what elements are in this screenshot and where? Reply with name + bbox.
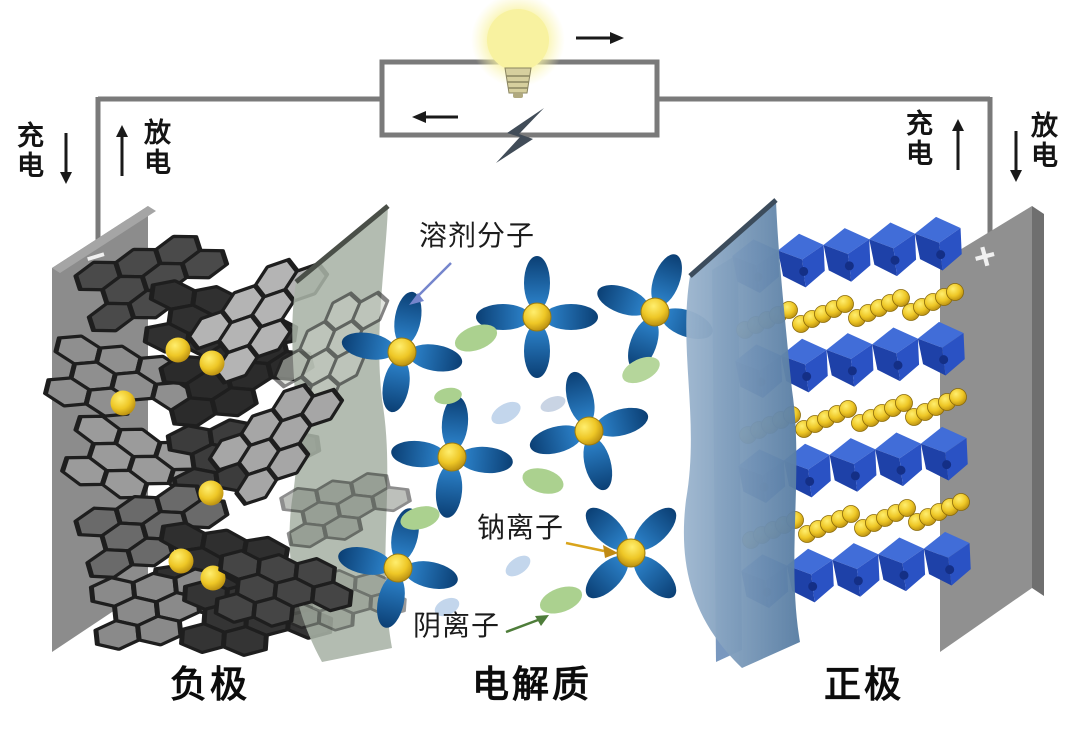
intercalated-sodium-ions: [110, 337, 226, 591]
right-charge-label: 充 电: [906, 109, 933, 170]
light-bulb-icon: [471, 0, 565, 98]
anion-label: 阴离子: [413, 610, 501, 641]
left-discharge-label: 放 电: [144, 118, 171, 179]
negative-electrode-label: 负极: [170, 664, 250, 705]
solvent-pointer-arrow: [409, 262, 452, 305]
sodium-pointer-arrow: [565, 541, 618, 558]
free-solvent-molecules: [434, 396, 566, 617]
anode-graphite-stack: [44, 223, 345, 661]
anions: [400, 324, 660, 614]
sodium-ion-label: 钠离子: [477, 512, 565, 543]
arrow-down-icon: [60, 133, 72, 184]
arrow-up-icon: [952, 119, 964, 170]
lightning-bolt-icon: [496, 108, 544, 163]
arrow-down-icon: [1010, 131, 1022, 182]
arrow-up-icon: [116, 125, 128, 176]
electrolyte-label: 电解质: [472, 664, 592, 705]
circuit-wires: [95, 59, 993, 240]
right-discharge-label: 放 电: [1031, 111, 1058, 172]
anion-pointer-arrow: [505, 615, 549, 634]
left-charge-label: 充 电: [17, 121, 44, 182]
separator-right: [683, 198, 800, 668]
electrolyte-region: [325, 255, 718, 641]
arrow-left-icon: [412, 111, 458, 123]
solvated-sodium-cluster: [475, 255, 599, 379]
arrow-right-icon: [576, 32, 624, 44]
charge-discharge-arrows: [60, 119, 1022, 184]
separator-left: [267, 204, 415, 662]
positive-electrode-label: 正极: [824, 664, 904, 705]
solvent-molecule-label: 溶剂分子: [419, 220, 536, 251]
